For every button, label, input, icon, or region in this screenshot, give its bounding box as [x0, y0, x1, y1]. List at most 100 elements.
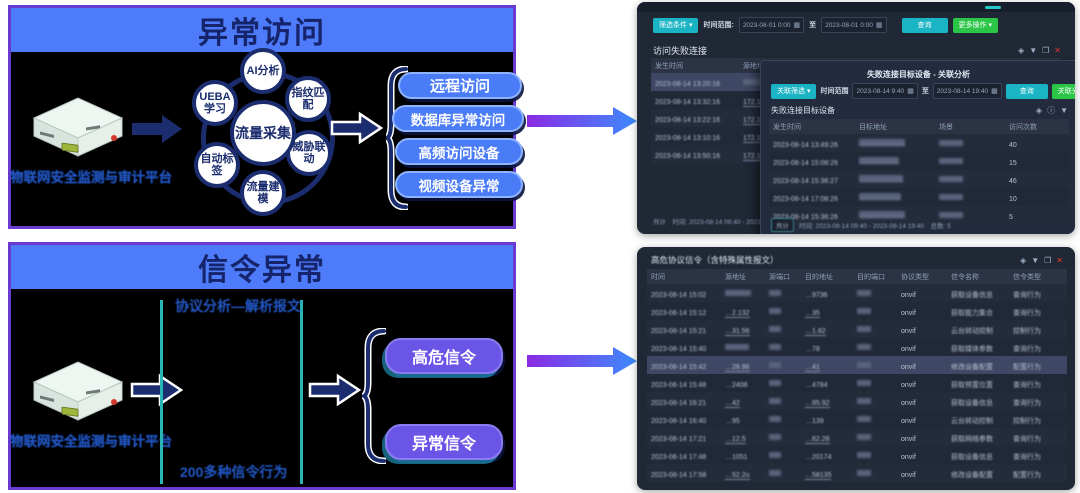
redacted-value	[857, 451, 871, 458]
cell-text: 2023-08-14 15:36:26	[773, 214, 838, 221]
panel-signaling-titlebar: 信令异常	[11, 245, 513, 289]
calendar-icon[interactable]: ▦	[875, 22, 883, 29]
cell-text: 获取设备信息	[951, 454, 993, 461]
scene-filter-button[interactable]: 筛选条件 ▾	[653, 17, 699, 33]
info-icon[interactable]: ⓘ	[1047, 106, 1056, 115]
cell-text: …1051	[725, 454, 748, 461]
redacted-value[interactable]	[859, 175, 903, 183]
dialog-scene-button[interactable]: 关联筛选 ▾	[771, 83, 817, 99]
redacted-value	[939, 211, 963, 218]
cell-text: onvif	[901, 418, 916, 425]
cluster-circle-finger: 指纹匹配	[285, 76, 331, 122]
cell-text: 修改设备配置	[951, 472, 993, 479]
cell-text: 2023-08-14 13:32:16	[655, 99, 720, 106]
cell-link[interactable]: …31.56	[725, 328, 750, 336]
cluster-circle-model: 流量建模	[240, 170, 286, 216]
cell-text: 获取设备信息	[951, 292, 993, 299]
redacted-value	[769, 289, 781, 296]
time-range-label: 时间范围:	[703, 22, 734, 29]
cell-text: 获取网络参数	[951, 436, 993, 443]
redacted-value[interactable]	[859, 157, 899, 165]
query-button[interactable]: 查询	[901, 17, 948, 33]
redacted-value	[725, 343, 749, 350]
cell-link[interactable]: …85.92	[805, 400, 830, 408]
active-tab-indicator[interactable]	[985, 6, 1001, 9]
cell-text: 10	[1009, 196, 1017, 203]
table-header: 发生时间目标地址场景访问次数	[769, 119, 1069, 134]
dialog-query-button[interactable]: 查询	[1005, 83, 1048, 99]
redacted-value	[769, 361, 781, 368]
date-to-input[interactable]: 2023-08-01 0:00 ▦	[821, 17, 887, 33]
redacted-value	[743, 78, 773, 85]
calendar-icon[interactable]: ▦	[793, 22, 801, 29]
tag-icon[interactable]: ◈	[1018, 46, 1025, 55]
calendar-icon[interactable]: ▦	[907, 88, 914, 95]
gradient-arrow-icon	[527, 107, 637, 135]
cell-link[interactable]: …62.28	[805, 436, 830, 444]
window-icon[interactable]: ❐	[1044, 255, 1052, 265]
more-actions-button[interactable]: 更多操作 ▾	[952, 17, 998, 33]
table-header: 时间源地址源端口目的地址目的端口协议类型信令名称信令类型	[647, 269, 1067, 284]
cell-link[interactable]: …28.96	[725, 364, 750, 372]
cell-link[interactable]: …12.5	[725, 436, 746, 444]
column-header: 目的端口	[857, 273, 885, 281]
cell-link[interactable]: …35	[805, 310, 820, 318]
cell-link[interactable]: …42	[725, 400, 740, 408]
dialog-footer-count-box[interactable]: 共计	[771, 218, 794, 232]
cell-text: 2023-08-14 17:21	[651, 436, 707, 443]
brace-icon	[362, 328, 386, 464]
tag-icon[interactable]: ◈	[1035, 106, 1043, 115]
column-header: 目标地址	[859, 123, 887, 131]
filter-icon[interactable]: ▼	[1031, 255, 1040, 265]
redacted-value[interactable]	[859, 139, 905, 147]
calendar-icon[interactable]: ▦	[991, 88, 998, 95]
dialog-more-button[interactable]: 关联分析 ▾	[1051, 83, 1075, 99]
cell-link[interactable]: …2.132	[725, 310, 750, 318]
dialog-date-from-input[interactable]: 2023-08-14 9:40 ▦	[852, 83, 918, 99]
cell-text: 查询行为	[1013, 346, 1041, 353]
cell-text: 2023-08-14 13:20:16	[655, 81, 720, 88]
panel-abnormal-access-titlebar: 异常访问	[11, 8, 513, 52]
cell-text: 2023-08-14 15:21	[651, 328, 707, 335]
cell-link[interactable]: …58135	[805, 472, 832, 480]
cell-text: 2023-08-14 13:10:16	[655, 135, 720, 142]
cell-text: 2023-08-14 13:50:16	[655, 153, 720, 160]
dialog-time-range-label: 时间范围	[820, 88, 849, 95]
filter-icon[interactable]: ▼	[1060, 106, 1068, 115]
column-header: 源地址	[725, 273, 746, 281]
redacted-value[interactable]	[859, 193, 901, 201]
redacted-value[interactable]	[859, 211, 905, 219]
tag-icon[interactable]: ◈	[1020, 255, 1027, 265]
window-icon[interactable]: ❐	[1042, 46, 1050, 55]
cell-link[interactable]: …52.2u	[725, 472, 750, 480]
cell-text: 2023-08-14 17:58	[651, 472, 707, 479]
redacted-value	[725, 289, 751, 296]
cell-text: 2023-08-14 15:02	[651, 292, 707, 299]
cell-link[interactable]: …1.82	[805, 328, 826, 336]
filter-icon[interactable]: ▼	[1029, 46, 1038, 55]
cell-link[interactable]: …41	[805, 364, 820, 372]
dialog-date-to-input[interactable]: 2023-08-14 19:40 ▦	[932, 83, 1002, 99]
cell-text: onvif	[901, 292, 916, 299]
correlation-analysis-dialog: 失败连接目标设备 - 关联分析 关联筛选 ▾ 时间范围 2023-08-14 9…	[760, 60, 1075, 234]
close-icon[interactable]: ✕	[1056, 255, 1063, 265]
date-from-input[interactable]: 2023-08-01 0:00 ▦	[738, 17, 805, 33]
close-icon[interactable]: ✕	[1054, 46, 1061, 55]
appliance-device-icon	[32, 97, 124, 157]
